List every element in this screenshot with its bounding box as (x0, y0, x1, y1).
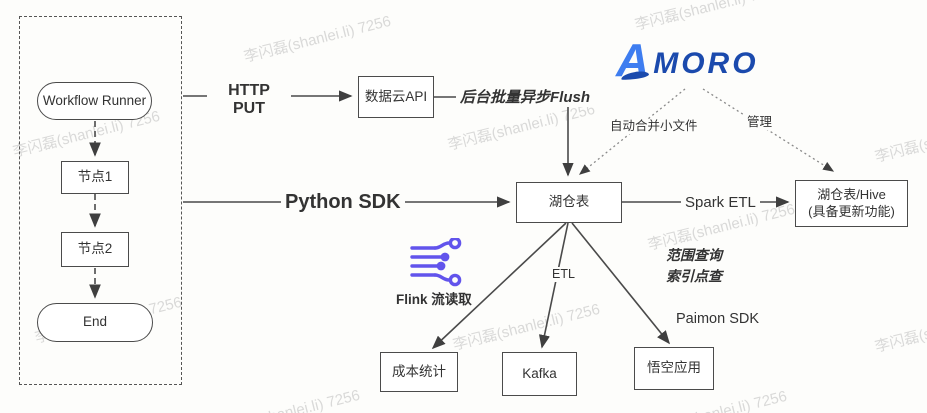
edge-label-http: HTTP (228, 82, 270, 99)
node-data-cloud-api: 数据云API (358, 76, 434, 118)
annotation-range-query-line1: 范围查询 (666, 247, 722, 263)
edge-label-spark-etl: Spark ETL (681, 194, 760, 212)
edge-label-paimon-sdk: Paimon SDK (676, 311, 760, 327)
edge-label-put: PUT (233, 100, 265, 118)
node-step1: 节点1 (61, 161, 129, 194)
node-kafka: Kafka (502, 352, 577, 396)
node-step2: 节点2 (61, 232, 129, 267)
amoro-logo: A MORO (616, 37, 759, 83)
amoro-logo-text: MORO (653, 47, 759, 81)
node-lakehouse-hive-line1: 湖仓表/Hive (817, 187, 886, 203)
edge-label-http-put: HTTP PUT (207, 82, 291, 119)
node-end: End (37, 303, 153, 342)
node-wukong-app: 悟空应用 (634, 347, 714, 390)
node-cost-stats: 成本统计 (380, 352, 458, 392)
edge-label-etl: ETL (548, 267, 579, 282)
flink-stream-icon (410, 238, 462, 287)
annotation-range-query-line2: 索引点查 (666, 268, 722, 284)
workflow-panel (19, 16, 182, 385)
edge-label-manage: 管理 (743, 115, 777, 130)
annotation-flink-stream-read: Flink 流读取 (396, 292, 472, 307)
node-workflow-runner: Workflow Runner (37, 82, 152, 120)
annotation-range-query: 范围查询 索引点查 (666, 245, 722, 287)
node-lakehouse-hive-line2: (具备更新功能) (808, 203, 895, 219)
node-lakehouse-table: 湖仓表 (516, 182, 622, 223)
edge-label-auto-merge: 自动合并小文件 (606, 119, 702, 134)
node-lakehouse-hive: 湖仓表/Hive (具备更新功能) (795, 180, 908, 227)
edge-label-python-sdk: Python SDK (281, 190, 405, 214)
edge-label-flush: 后台批量异步Flush (456, 89, 594, 107)
